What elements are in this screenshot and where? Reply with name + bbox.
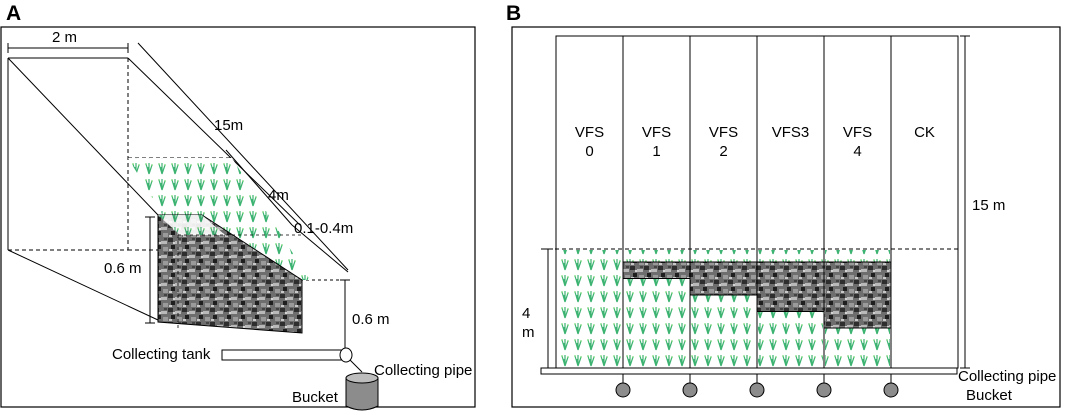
plot-column — [890, 35, 959, 369]
panel-a-letter: A — [6, 2, 21, 25]
plot-3: VFS3 — [756, 35, 825, 369]
label-collecting-pipe-b: Collecting pipe — [958, 368, 1056, 385]
label-length-15m: 15m — [214, 117, 243, 134]
plot-label-line2: 2 — [719, 143, 727, 160]
panel-a-frame — [0, 26, 476, 408]
plot-label-line1: VFS — [642, 124, 671, 141]
plot-soil-layer — [689, 261, 758, 296]
plot-bucket — [816, 374, 832, 398]
label-15m: 15 m — [972, 197, 1005, 214]
panel-b: B VFS 0 VFS 1 VFS 2 VFS3 VFS 4 CK 15 m 4 m Collec… — [506, 2, 1061, 408]
plot-bucket — [682, 374, 698, 398]
plot-soil-layer — [756, 261, 825, 312]
plot-label-line2: 4 — [853, 143, 861, 160]
label-bucket-b: Bucket — [966, 387, 1013, 404]
label-4m-line2: m — [522, 324, 535, 341]
label-outlet-height: 0.6 m — [352, 311, 390, 328]
bucket — [345, 372, 379, 411]
plot-label-line1: VFS3 — [772, 124, 810, 141]
plot-label-line1: VFS — [575, 124, 604, 141]
buckets-layer — [615, 374, 899, 398]
plot-bucket — [615, 374, 631, 398]
collecting-tank-soil — [157, 214, 303, 334]
dimension-15m — [960, 35, 970, 369]
plot-soil-layer — [622, 261, 691, 279]
panel-b-frame — [511, 26, 1061, 408]
label-4m-line1: 4 — [522, 305, 530, 322]
plot-4: VFS 4 — [823, 35, 892, 369]
plot-bucket — [883, 374, 899, 398]
plot-soil-layer — [823, 261, 892, 329]
dimension-lines — [7, 42, 350, 356]
label-width-2m: 2 m — [52, 29, 77, 46]
plot-2: VFS 2 — [689, 35, 758, 369]
label-collecting-pipe-a: Collecting pipe — [374, 362, 472, 379]
collecting-pipe — [221, 347, 363, 373]
label-depth-range: 0.1-0.4m — [294, 220, 353, 237]
plot-label-line1: CK — [914, 124, 935, 141]
label-strip-4m: 4m — [268, 187, 289, 204]
panel-a: A — [0, 2, 476, 411]
plot-label-line1: VFS — [843, 124, 872, 141]
plot-5: CK — [890, 35, 959, 369]
grass-strip-surface — [128, 158, 310, 280]
dimension-4m — [543, 248, 553, 371]
plot-label-line2: 0 — [585, 143, 593, 160]
label-tank-height: 0.6 m — [104, 260, 142, 277]
plot-label-line2: 1 — [652, 143, 660, 160]
plots-layer: VFS 0 VFS 1 VFS 2 VFS3 VFS 4 CK — [555, 35, 959, 369]
label-bucket-a: Bucket — [292, 389, 339, 406]
plot-wireframe — [7, 57, 301, 321]
plot-bucket — [749, 374, 765, 398]
collecting-pipe-b — [540, 367, 958, 375]
panel-b-letter: B — [506, 2, 521, 25]
plot-label-line1: VFS — [709, 124, 738, 141]
plot-0: VFS 0 — [555, 35, 624, 369]
label-collecting-tank: Collecting tank — [112, 346, 211, 363]
plot-grass-strip — [557, 250, 622, 367]
plot-1: VFS 1 — [622, 35, 691, 369]
